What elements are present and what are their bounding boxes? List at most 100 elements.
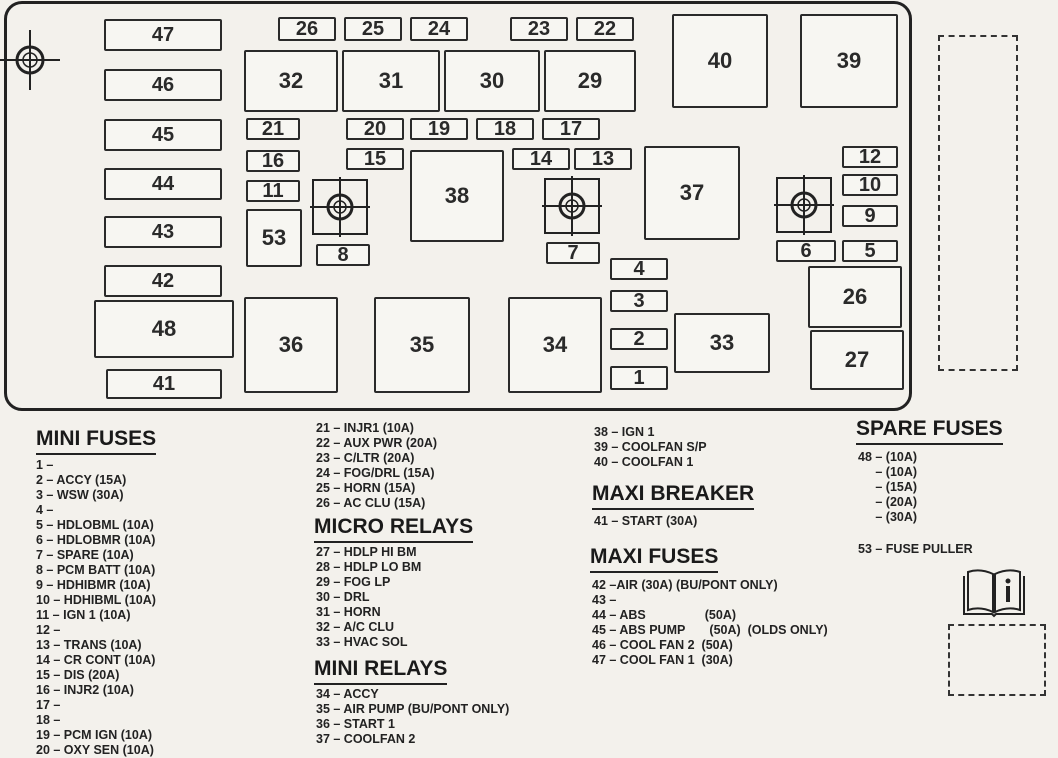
legend-item: 28 – HDLP LO BM: [316, 560, 422, 574]
fuse-47: 47: [104, 19, 222, 51]
legend-item: 37 – COOLFAN 2: [316, 732, 416, 746]
mounting-bolt-icon: [532, 166, 612, 246]
maxi-breaker-list: 41 – START (30A): [594, 514, 697, 529]
dashed-outline-right: [938, 35, 1018, 371]
fuse-41: 41: [106, 369, 222, 399]
legend-item: 43 –: [592, 593, 617, 607]
relay-31: 31: [342, 50, 440, 112]
legend-item: 7 – SPARE (10A): [36, 548, 134, 562]
legend-item: – (15A): [858, 480, 918, 494]
legend-item: 30 – DRL: [316, 590, 370, 604]
legend-item: 36 – START 1: [316, 717, 395, 731]
legend-item: 24 – FOG/DRL (15A): [316, 466, 435, 480]
legend-item: 38 – IGN 1: [594, 425, 655, 439]
maxi-breaker-heading: MAXI BREAKER: [592, 482, 755, 510]
fuse-44: 44: [104, 168, 222, 200]
fuse-10: 10: [842, 174, 898, 196]
fuse-22: 22: [576, 17, 634, 41]
relay-34: 34: [508, 297, 602, 393]
legend-item: 14 – CR CONT (10A): [36, 653, 156, 667]
fuse-42: 42: [104, 265, 222, 297]
fuse-11: 11: [246, 180, 300, 202]
dashed-outline-bottom: [948, 624, 1046, 696]
fuse-46: 46: [104, 69, 222, 101]
legend-item: 45 – ABS PUMP (50A) (OLDS ONLY): [592, 623, 828, 637]
fuse-14: 14: [512, 148, 570, 170]
legend-item: – (30A): [858, 510, 918, 524]
legend-item: 46 – COOL FAN 2 (50A): [592, 638, 733, 652]
legend-item: 3 – WSW (30A): [36, 488, 124, 502]
legend-item: 6 – HDLOBMR (10A): [36, 533, 156, 547]
fuse-45: 45: [104, 119, 222, 151]
legend-item: 5 – HDLOBML (10A): [36, 518, 154, 532]
relay-32: 32: [244, 50, 338, 112]
spare-fuse-48: 48: [94, 300, 234, 358]
fuse-24: 24: [410, 17, 468, 41]
legend-item: 21 – INJR1 (10A): [316, 421, 414, 435]
maxi-fuses-list: 42 –AIR (30A) (BU/PONT ONLY) 43 – 44 – A…: [592, 578, 828, 668]
legend-item: 44 – ABS (50A): [592, 608, 737, 622]
fuse-puller-legend: 53 – FUSE PULLER: [858, 542, 973, 557]
relay-36: 36: [244, 297, 338, 393]
legend-item: 33 – HVAC SOL: [316, 635, 408, 649]
fuse-20: 20: [346, 118, 404, 140]
legend-item: 53 – FUSE PULLER: [858, 542, 973, 556]
legend-item: 1 –: [36, 458, 54, 472]
fuse-6: 6: [776, 240, 836, 262]
mini-fuses-cont-list: 21 – INJR1 (10A) 22 – AUX PWR (20A) 23 –…: [316, 421, 437, 511]
relay-37: 37: [644, 146, 740, 240]
legend-item: 20 – OXY SEN (10A): [36, 743, 154, 757]
owner-manual-icon: [962, 566, 1026, 618]
legend-item: 48 – (10A): [858, 450, 918, 464]
mounting-bolt-icon: [300, 167, 380, 247]
fuse-17: 17: [542, 118, 600, 140]
mini-fuses-heading: MINI FUSES: [36, 427, 157, 455]
fuse-25: 25: [344, 17, 402, 41]
mounting-bolt-icon: [0, 30, 60, 90]
relay-27: 27: [810, 330, 904, 390]
spare-fuses-list: 48 – (10A) – (10A) – (15A) – (20A) – (30…: [858, 450, 917, 525]
mini-fuses-list: 1 – 2 – ACCY (15A) 3 – WSW (30A) 4 – 5 –…: [36, 458, 156, 758]
fuse-12: 12: [842, 146, 898, 168]
spare-fuses-heading: SPARE FUSES: [856, 417, 1003, 445]
legend-item: – (10A): [858, 465, 918, 479]
legend-item: 39 – COOLFAN S/P: [594, 440, 707, 454]
mini-relays-heading: MINI RELAYS: [314, 657, 448, 685]
legend-item: 22 – AUX PWR (20A): [316, 436, 438, 450]
legend-item: 31 – HORN: [316, 605, 381, 619]
legend-item: 8 – PCM BATT (10A): [36, 563, 156, 577]
relay-30: 30: [444, 50, 540, 112]
micro-relays-heading: MICRO RELAYS: [314, 515, 474, 543]
legend-item: 40 – COOLFAN 1: [594, 455, 694, 469]
fuse-21: 21: [246, 118, 300, 140]
legend-item: 32 – A/C CLU: [316, 620, 395, 634]
relay-35: 35: [374, 297, 470, 393]
mini-relays-list: 34 – ACCY 35 – AIR PUMP (BU/PONT ONLY) 3…: [316, 687, 509, 747]
legend-item: 35 – AIR PUMP (BU/PONT ONLY): [316, 702, 510, 716]
fuse-26: 26: [278, 17, 336, 41]
fuse-2: 2: [610, 328, 668, 350]
legend-item: 4 –: [36, 503, 54, 517]
legend-item: 25 – HORN (15A): [316, 481, 416, 495]
fuse-3: 3: [610, 290, 668, 312]
legend-item: 17 –: [36, 698, 61, 712]
legend-item: 23 – C/LTR (20A): [316, 451, 415, 465]
legend-item: 26 – AC CLU (15A): [316, 496, 426, 510]
fuse-4: 4: [610, 258, 668, 280]
legend-item: 11 – IGN 1 (10A): [36, 608, 131, 622]
legend-item: 15 – DIS (20A): [36, 668, 120, 682]
fuse-7: 7: [546, 242, 600, 264]
fuse-9: 9: [842, 205, 898, 227]
relay-39: 39: [800, 14, 898, 108]
fuse-5: 5: [842, 240, 898, 262]
fuse-puller-53: 53: [246, 209, 302, 267]
legend-item: 47 – COOL FAN 1 (30A): [592, 653, 733, 667]
relay-38: 38: [410, 150, 504, 242]
maxi-fuses-heading: MAXI FUSES: [590, 545, 719, 573]
legend-item: 10 – HDHIBML (10A): [36, 593, 156, 607]
legend-item: 2 – ACCY (15A): [36, 473, 127, 487]
fuse-1: 1: [610, 366, 668, 390]
legend-item: 42 –AIR (30A) (BU/PONT ONLY): [592, 578, 778, 592]
legend-item: 27 – HDLP HI BM: [316, 545, 417, 559]
